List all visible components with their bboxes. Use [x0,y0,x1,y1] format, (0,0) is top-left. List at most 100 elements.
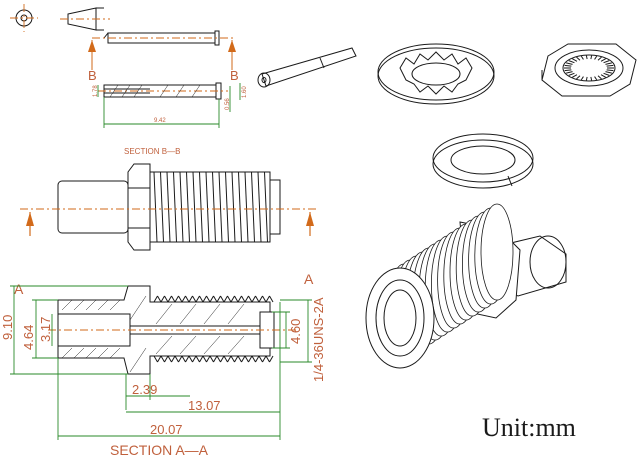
thread-ridge [174,355,179,363]
dim-bore: 4.64 [21,325,36,350]
thread-ridge [594,55,598,60]
thread-ridge [264,171,268,243]
dim-body-length: 13.07 [188,398,221,413]
thread-ridge [181,355,186,363]
thread-ridge [572,58,578,62]
thread-ridge [230,355,235,363]
thread-ridge [605,71,612,74]
thread-ridge [600,58,606,62]
thread-ridge [568,60,575,64]
thread-ridge [566,71,573,74]
thread-ridge [227,355,232,363]
thread-ridge [171,295,176,303]
hex-nut [541,43,637,97]
marker-b-left: B [88,68,97,83]
thread-ridge [603,72,610,76]
thread-ridge [230,295,235,303]
thread-ridge [195,295,200,303]
marker-b-right: B [230,68,239,83]
projection-symbol [60,7,110,31]
thread-ridge [192,171,197,243]
thread-ridge [209,295,214,303]
unit-label: Unit:mm [482,413,576,442]
thread-ridge [585,76,588,81]
thread-ridge [153,295,158,303]
thread-ridge [185,295,190,303]
thread-ridge [237,295,242,303]
thread-ridge [564,69,572,72]
thread-ridge [192,355,197,363]
thread-ridge [606,69,614,72]
thread-ridge [576,56,581,61]
thread-ridge [258,355,263,363]
thread-ridge [269,355,274,363]
dim-flange: 2.39 [132,382,157,397]
section-aa-dimensions [10,285,312,440]
thread-ridge [206,355,211,363]
thread-ridge [192,295,197,303]
thread-ridge [258,295,263,303]
thread-ridge [173,171,177,243]
thread-ridge [269,295,274,303]
connector-side-view [20,163,318,251]
thread-ridge [188,355,193,363]
thread-ridge [206,295,211,303]
thread-ridge [178,355,183,363]
thread-ridge [585,55,588,60]
section-aa-label: SECTION A—A [110,442,209,457]
thread-ridge [606,64,614,67]
thread-ridge [157,355,162,363]
thread-ridge [199,355,204,363]
thread-ridge [238,171,242,243]
thread-ridge [153,355,158,363]
marker-a-left: A [14,281,24,297]
thread-ridge [223,355,228,363]
thread-ridge [225,171,229,243]
thread-ridge [600,74,606,78]
thread-ridge [220,355,225,363]
thread-ridge [167,295,172,303]
thread-ridge [590,55,593,60]
thread-ridge [209,355,214,363]
thread-ridge [220,295,225,303]
thread-ridge [248,355,253,363]
thread-ridge [251,295,256,303]
thread-ridge [160,295,165,303]
thread-ridge [202,295,207,303]
split-washer [432,133,534,189]
thread-ridge [594,76,598,81]
thread-ridge [195,355,200,363]
thread-ridge [153,171,158,243]
thread-ridge [186,171,190,243]
thread-ridge [223,295,228,303]
lock-washer [377,43,495,105]
thread-ridge [603,60,610,64]
thread-ridge [166,171,171,243]
thread-ridge [202,355,207,363]
thread-ridge [244,355,249,363]
section-bb-label: SECTION B—B [124,147,180,156]
dim-pin-d2: 0.56 [225,98,231,110]
thread-ridge [218,171,223,243]
thread-ridge [597,56,602,61]
connector-section-aa [48,285,300,375]
thread-ridge [160,171,164,243]
thread-ridge [164,355,169,363]
thread-ridge [213,295,218,303]
thread-ridge [480,203,514,301]
marker-a-right: A [304,271,314,287]
dim-pin-d3: 1.60 [242,86,248,98]
thread-ridge [227,295,232,303]
dim-inner-bore: 3.17 [38,317,53,342]
thread-ridge [174,295,179,303]
thread-ridge [216,295,221,303]
thread-ridge [251,355,256,363]
end-view-symbol [10,4,38,32]
thread-ridge [205,171,210,243]
thread-ridge [572,74,578,78]
thread-ridge [231,171,236,243]
thread-ridge [185,355,190,363]
thread-ridge [216,355,221,363]
thread-ridge [171,355,176,363]
